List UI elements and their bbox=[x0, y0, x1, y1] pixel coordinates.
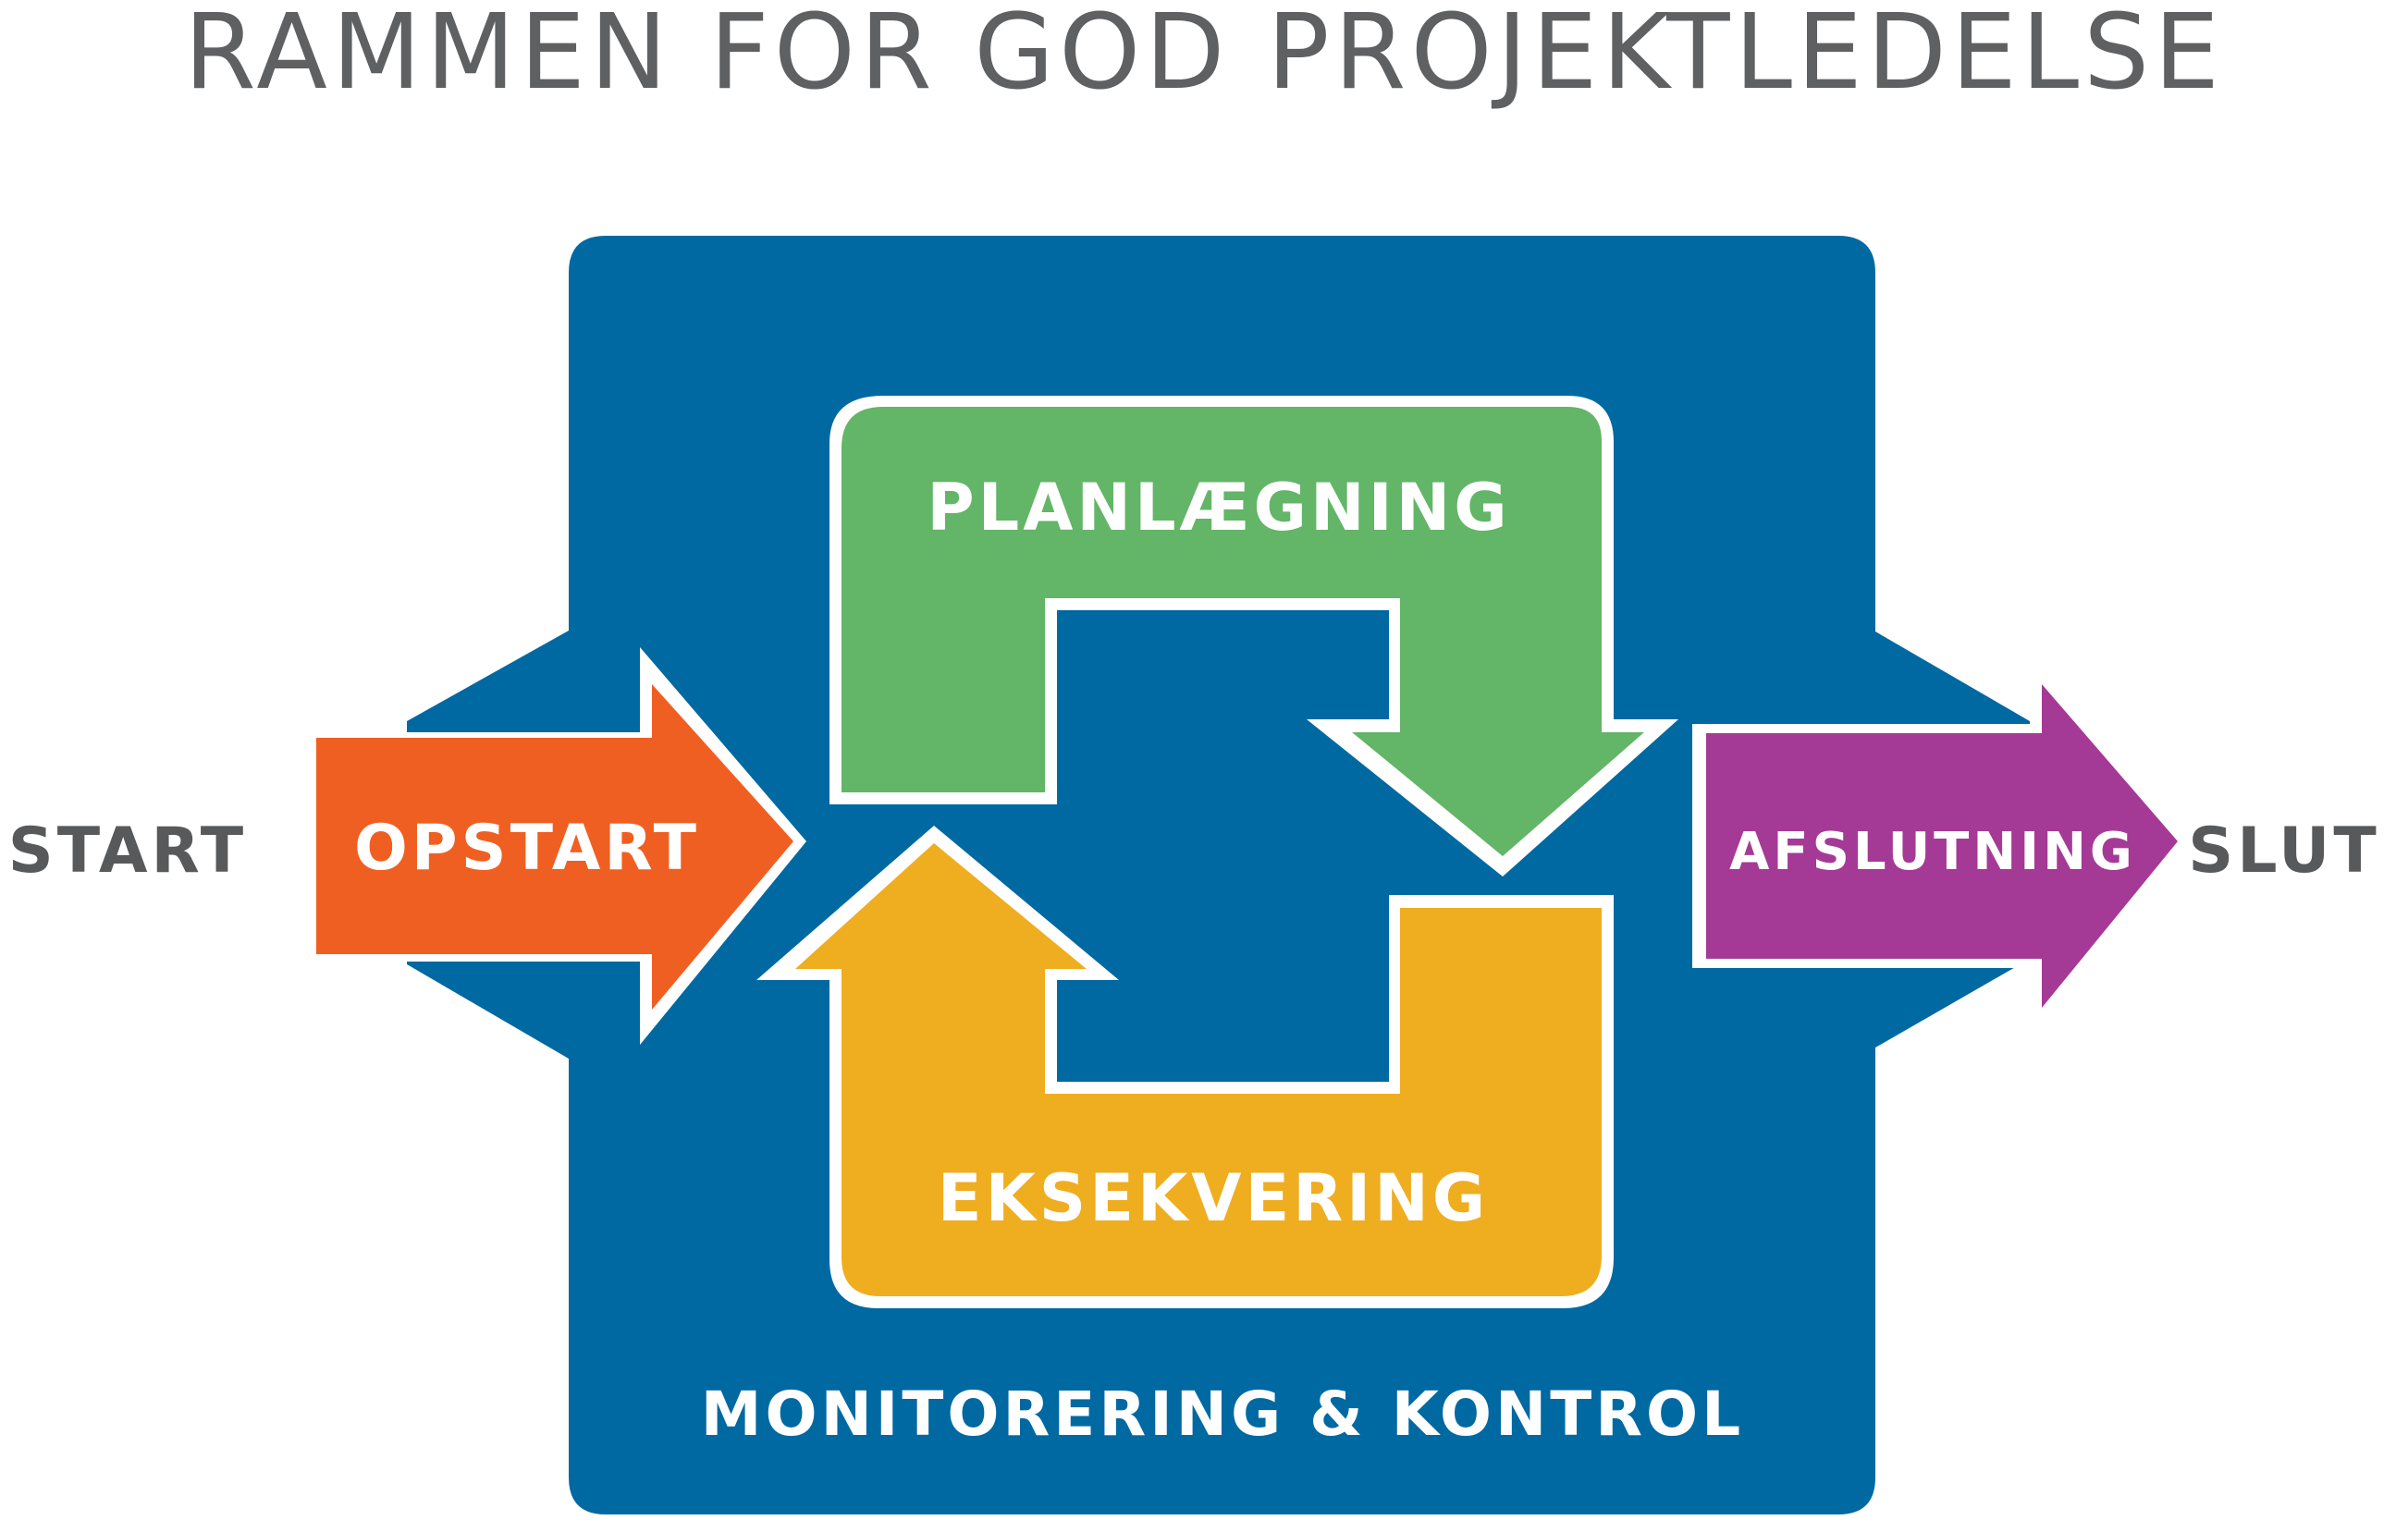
execution-label: EKSEKVERING bbox=[938, 1160, 1490, 1236]
execution-shape bbox=[795, 843, 1602, 1296]
initiation-label: OPSTART bbox=[354, 812, 700, 885]
monitoring-control-frame bbox=[407, 236, 2030, 1514]
planning-shape bbox=[842, 407, 1644, 856]
closing-arrow-fill bbox=[1706, 684, 2178, 1008]
start-label: START bbox=[8, 815, 247, 888]
initiation-arrow-fill bbox=[316, 684, 793, 1010]
closing-label: AFSLUTNING bbox=[1729, 822, 2136, 882]
monitoring-control-label: MONITORERING & KONTROL bbox=[701, 1379, 1744, 1450]
end-label: SLUT bbox=[2188, 815, 2379, 888]
planning-label: PLANLÆGNING bbox=[927, 470, 1510, 545]
diagram-title: RAMMEN FOR GOD PROJEKTLEDELSE bbox=[184, 0, 2224, 113]
